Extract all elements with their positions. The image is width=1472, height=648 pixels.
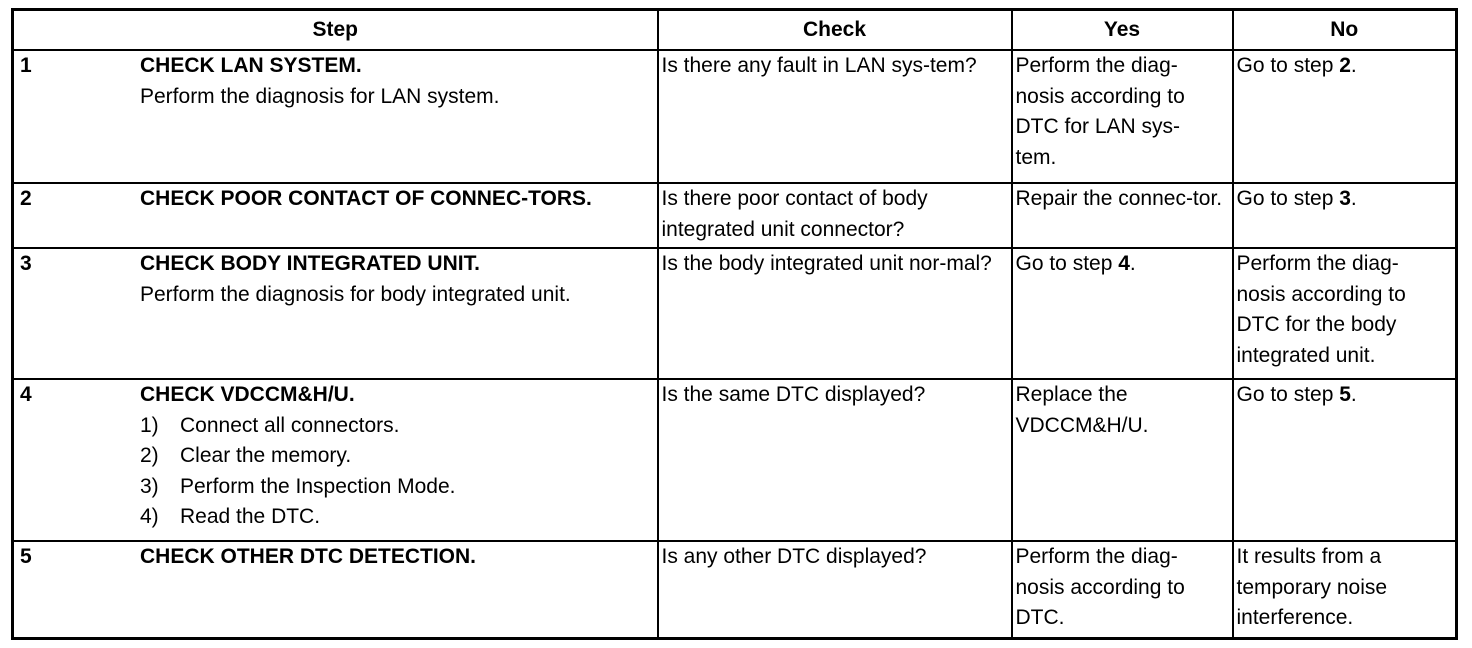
no-text: It results from a temporary noise interf… <box>1236 545 1388 629</box>
check-text: Is there any fault in LAN sys-tem? <box>661 54 977 77</box>
substep-number: 3) <box>140 474 159 498</box>
step-number: 2 <box>20 187 32 210</box>
check-cell: Is any other DTC displayed? <box>656 540 1013 639</box>
step-number: 1 <box>20 54 32 77</box>
no-step-ref: 5 <box>1339 383 1351 406</box>
step-title: CHECK OTHER DTC DETECTION. <box>140 545 476 568</box>
no-prefix: Go to step <box>1236 187 1340 210</box>
list-item: 2) Clear the memory. <box>140 441 657 472</box>
step-title: CHECK POOR CONTACT OF CONNEC-TORS. <box>140 187 592 210</box>
check-cell: Is there any fault in LAN sys-tem? <box>656 49 1013 184</box>
step-title: CHECK VDCCM&H/U. <box>140 383 355 406</box>
no-cell: Go to step 5. <box>1231 378 1458 542</box>
no-prefix: Go to step <box>1236 54 1340 77</box>
step-description: Perform the diagnosis for body integrate… <box>140 282 571 306</box>
substep-text: Connect all connectors. <box>180 413 400 437</box>
step-cell: 4 CHECK VDCCM&H/U. 1) Connect all connect… <box>11 378 659 542</box>
no-suffix: . <box>1350 383 1357 406</box>
step-cell: 1 CHECK LAN SYSTEM. Perform the diagnosi… <box>11 49 659 184</box>
diagnostic-table: Step Check Yes No 1 CHECK LAN SYSTEM. Pe… <box>11 8 1458 640</box>
yes-cell: Repair the connec-tor. <box>1010 182 1234 249</box>
no-suffix: . <box>1350 187 1357 210</box>
no-cell: Perform the diag-nosis according to DTC … <box>1231 247 1458 380</box>
yes-cell: Replace the VDCCM&H/U. <box>1010 378 1234 542</box>
yes-text: Perform the diag-nosis according to DTC. <box>1015 545 1185 629</box>
substep-text: Read the DTC. <box>180 505 321 528</box>
list-item: 4) Read the DTC. <box>140 502 657 533</box>
check-cell: Is there poor contact of body integrated… <box>656 182 1013 249</box>
yes-text: Perform the diag-nosis according to DTC … <box>1015 54 1185 169</box>
step-cell: 5 CHECK OTHER DTC DETECTION. <box>11 540 659 639</box>
yes-prefix: Go to step <box>1015 252 1119 275</box>
no-suffix: . <box>1350 54 1357 77</box>
no-step-ref: 3 <box>1339 187 1351 210</box>
substep-text: Clear the memory. <box>180 444 352 467</box>
check-cell: Is the body integrated unit nor-mal? <box>656 247 1013 380</box>
step-cell: 3 CHECK BODY INTEGRATED UNIT. Perform th… <box>11 247 659 380</box>
table-row: 3 CHECK BODY INTEGRATED UNIT. Perform th… <box>11 247 1458 380</box>
yes-cell: Perform the diag-nosis according to DTC. <box>1010 540 1234 639</box>
step-title: CHECK LAN SYSTEM. <box>140 54 362 77</box>
yes-text: Replace the VDCCM&H/U. <box>1015 383 1149 437</box>
substep-text: Perform the Inspection Mode. <box>180 474 456 498</box>
substep-number: 2) <box>140 444 159 467</box>
header-check: Check <box>656 8 1013 51</box>
table-row: 2 CHECK POOR CONTACT OF CONNEC-TORS. Is … <box>11 182 1458 249</box>
no-cell: Go to step 3. <box>1231 182 1458 249</box>
step-number: 4 <box>20 383 32 406</box>
table-row: 4 CHECK VDCCM&H/U. 1) Connect all connect… <box>11 378 1458 542</box>
check-text: Is any other DTC displayed? <box>661 545 927 568</box>
substep-list: 1) Connect all connectors. 2) Clear the me… <box>140 411 657 533</box>
table-row: 5 CHECK OTHER DTC DETECTION. Is any othe… <box>11 540 1458 639</box>
yes-cell: Go to step 4. <box>1010 247 1234 380</box>
check-cell: Is the same DTC displayed? <box>656 378 1013 542</box>
table-row: 1 CHECK LAN SYSTEM. Perform the diagnosi… <box>11 49 1458 184</box>
step-number: 3 <box>20 252 32 275</box>
check-text: Is the body integrated unit nor-mal? <box>661 252 992 275</box>
yes-suffix: . <box>1129 252 1136 275</box>
no-step-ref: 2 <box>1339 54 1351 77</box>
header-row: Step Check Yes No <box>11 8 1458 51</box>
step-number: 5 <box>20 545 32 568</box>
yes-step-ref: 4 <box>1118 252 1130 275</box>
header-yes: Yes <box>1010 8 1234 51</box>
check-text: Is there poor contact of body integrated… <box>661 187 928 241</box>
substep-number: 4) <box>140 505 159 528</box>
substep-number: 1) <box>140 413 159 437</box>
no-cell: It results from a temporary noise interf… <box>1231 540 1458 639</box>
no-cell: Go to step 2. <box>1231 49 1458 184</box>
yes-text: Repair the connec-tor. <box>1015 187 1223 210</box>
list-item: 1) Connect all connectors. <box>140 411 657 442</box>
step-description: Perform the diagnosis for LAN system. <box>140 84 500 108</box>
check-text: Is the same DTC displayed? <box>661 383 926 406</box>
yes-cell: Perform the diag-nosis according to DTC … <box>1010 49 1234 184</box>
no-text: Perform the diag-nosis according to DTC … <box>1236 252 1406 367</box>
header-step: Step <box>11 8 659 51</box>
no-prefix: Go to step <box>1236 383 1340 406</box>
step-title: CHECK BODY INTEGRATED UNIT. <box>140 252 480 275</box>
step-cell: 2 CHECK POOR CONTACT OF CONNEC-TORS. <box>11 182 659 249</box>
header-no: No <box>1231 8 1458 51</box>
list-item: 3) Perform the Inspection Mode. <box>140 472 657 503</box>
